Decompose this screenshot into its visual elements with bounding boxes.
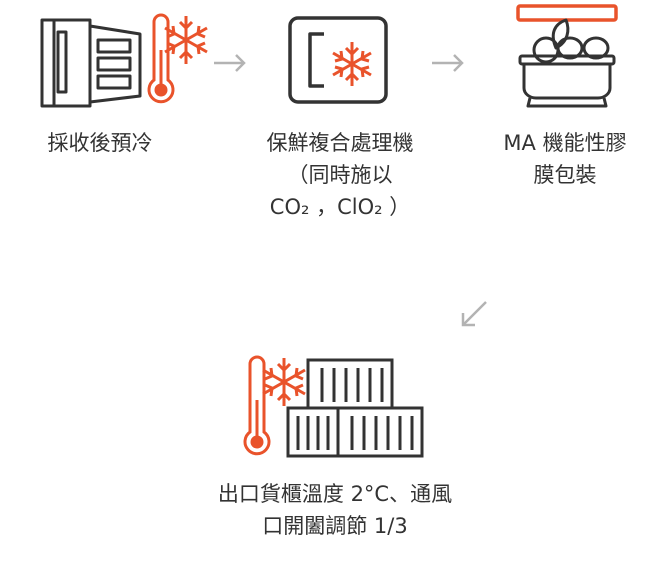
containers-thermometer-snowflake-icon <box>243 355 424 458</box>
step-4-label: 出口貨櫃溫度 2°C、通風 口開闔調節 1/3 <box>217 482 453 538</box>
right-arrow-icon <box>214 54 246 72</box>
fridge-thermometer-snowflake-icon <box>40 13 208 108</box>
down-left-arrow-icon <box>461 301 487 327</box>
step-1-label: 採收後預冷 <box>47 131 153 155</box>
fumigation-chamber-snowflake-icon <box>288 16 388 104</box>
right-arrow-icon <box>432 54 464 72</box>
step-3-label: MA 機能性膠 膜包裝 <box>503 131 627 187</box>
step-2-label: 保鮮複合處理機 （同時施以 CO₂ ，ClO₂ ） <box>266 131 414 219</box>
produce-basket-film-icon <box>516 4 618 108</box>
